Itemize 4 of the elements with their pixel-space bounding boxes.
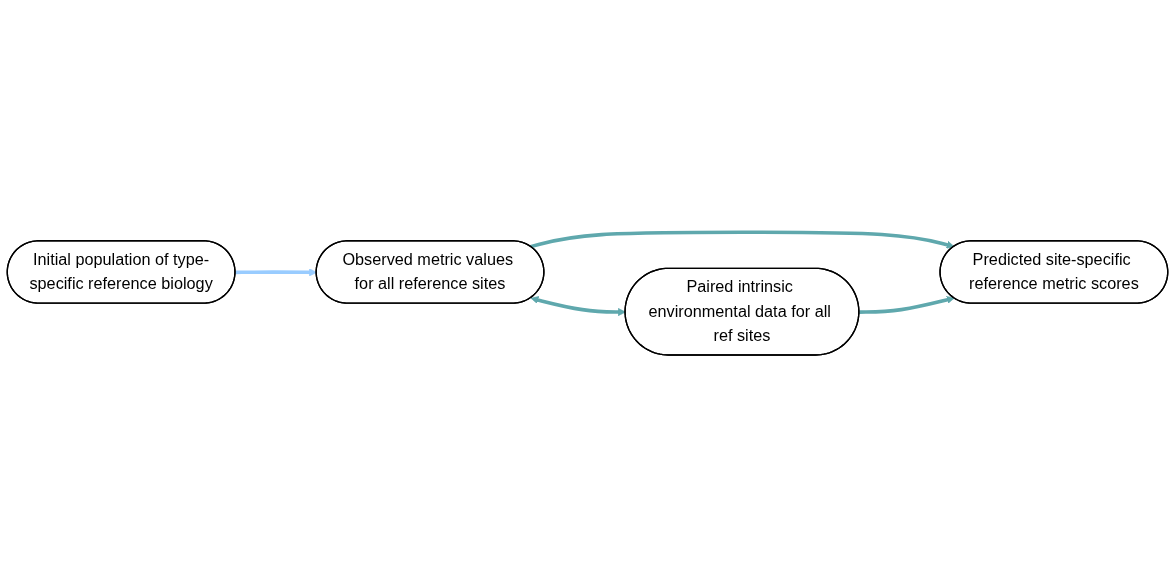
arrow [530, 296, 626, 316]
arrow [235, 268, 317, 277]
arrow [859, 295, 955, 314]
arrow [530, 230, 955, 249]
